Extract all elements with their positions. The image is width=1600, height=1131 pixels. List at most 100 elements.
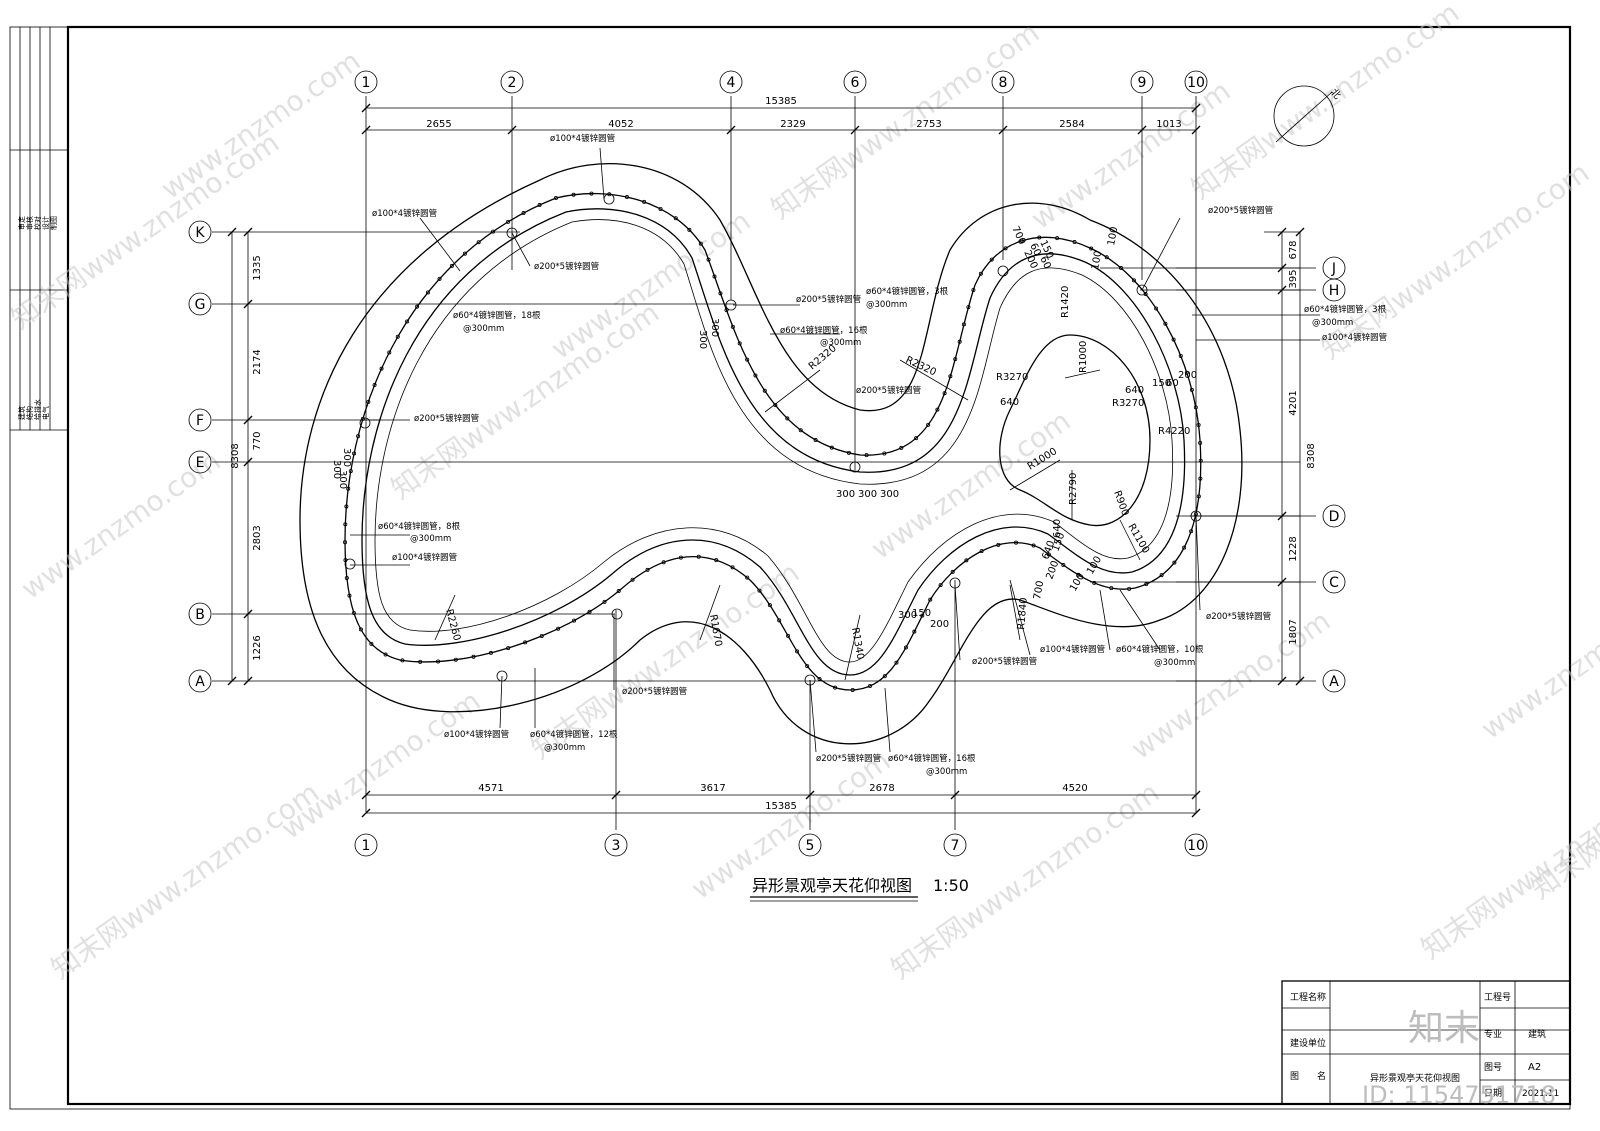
pipe-marker bbox=[624, 195, 629, 200]
pipe-marker bbox=[348, 469, 353, 474]
pipe-marker bbox=[706, 257, 711, 262]
pipe-marker bbox=[351, 610, 356, 615]
dim-top-total: 15385 bbox=[765, 96, 797, 107]
local-dim: 300 bbox=[337, 470, 348, 489]
scale-text: 1:50 bbox=[933, 876, 969, 895]
pipe-annotations: ø100*4镀锌圆管 ø100*4镀锌圆管 ø200*5镀锌圆管 ø60*4镀锌… bbox=[372, 133, 1387, 777]
pipe-marker bbox=[360, 416, 365, 421]
north-arrow: 北 bbox=[1273, 85, 1343, 147]
pavilion-outline bbox=[299, 163, 1243, 745]
pipe-marker bbox=[1163, 321, 1168, 326]
radius-label: R4220 bbox=[1158, 426, 1190, 437]
pipe-marker bbox=[1172, 560, 1177, 565]
side-strip-label: 审定 bbox=[17, 216, 26, 230]
local-dim: 700 bbox=[1032, 580, 1046, 601]
pipe-marker bbox=[395, 334, 400, 339]
annotation: @300mm bbox=[1312, 318, 1353, 328]
pipe-marker bbox=[1171, 337, 1176, 342]
axis-bubble: 4 bbox=[719, 70, 743, 94]
annotation: @300mm bbox=[926, 767, 967, 777]
annotation: ø100*4镀锌圆管 bbox=[372, 208, 437, 219]
pipe-marker bbox=[678, 555, 683, 560]
pipe-marker bbox=[1189, 387, 1194, 392]
pipe-marker bbox=[1061, 563, 1066, 568]
pipe-marker bbox=[928, 597, 933, 602]
local-dim: 100 bbox=[1068, 571, 1087, 593]
annotation: ø100*4镀锌圆管 bbox=[1322, 332, 1387, 343]
dim-bottom-seg: 2678 bbox=[869, 783, 894, 794]
local-dim: 100 bbox=[1090, 250, 1104, 271]
pipe-marker bbox=[757, 588, 762, 593]
pipe-marker bbox=[846, 450, 851, 455]
axis-bubble: 3 bbox=[604, 833, 628, 857]
pipe-marker bbox=[912, 629, 917, 634]
pipe-marker bbox=[882, 451, 887, 456]
column-pipe bbox=[997, 265, 1009, 277]
pipe-marker bbox=[971, 287, 976, 292]
dim-left-seg: 770 bbox=[252, 431, 263, 450]
annotation: ø60*4镀锌圆管，10根 bbox=[1116, 644, 1204, 655]
axis-label: D bbox=[1329, 509, 1340, 525]
pipe-marker bbox=[571, 192, 576, 197]
brand-logo: 知末 bbox=[1408, 1008, 1480, 1049]
pipe-marker bbox=[696, 554, 701, 559]
pipe-marker bbox=[366, 399, 371, 404]
radius-label: R2790 bbox=[1068, 473, 1079, 505]
pipe-marker bbox=[661, 560, 666, 565]
axis-bubble: 8 bbox=[991, 70, 1015, 94]
dim-top-seg: 4052 bbox=[608, 119, 633, 130]
axis-label: 10 bbox=[1187, 838, 1205, 854]
tb-project-no-label: 工程号 bbox=[1484, 992, 1511, 1003]
pipe-marker bbox=[687, 227, 692, 232]
axis-label: C bbox=[1329, 575, 1339, 591]
column-pipe bbox=[506, 227, 518, 239]
pipe-marker bbox=[521, 211, 526, 216]
pipe-marker bbox=[1193, 405, 1198, 410]
tb-project-name-label: 工程名称 bbox=[1290, 991, 1326, 1003]
axis-label: J bbox=[1331, 261, 1336, 277]
axis-label: 5 bbox=[806, 838, 815, 854]
pipe-marker bbox=[462, 251, 467, 256]
pipe-marker bbox=[978, 271, 983, 276]
pipe-marker bbox=[554, 195, 559, 200]
pipe-marker bbox=[1119, 266, 1124, 271]
axis-label: 8 bbox=[999, 75, 1008, 91]
local-dim: 640 bbox=[1052, 519, 1063, 538]
dim-right-seg: 678 bbox=[1288, 240, 1299, 259]
annotation: ø60*4镀锌圆管，3根 bbox=[866, 286, 949, 297]
pipe-marker bbox=[556, 626, 561, 631]
watermark-text: 知末网www.znzmo.com bbox=[45, 776, 325, 986]
pipe-marker bbox=[453, 657, 458, 662]
radius-label: R3270 bbox=[1112, 398, 1144, 409]
side-strip-label: 给排水 bbox=[33, 399, 42, 420]
dim-right-total: 8308 bbox=[1306, 443, 1317, 468]
axis-label: H bbox=[1329, 283, 1340, 299]
tb-client-label: 建设单位 bbox=[1290, 1037, 1326, 1049]
pipe-marker bbox=[926, 422, 931, 427]
pipe-marker bbox=[903, 645, 908, 650]
axis-bubble: E bbox=[188, 450, 212, 474]
dim-left-seg: 2174 bbox=[252, 349, 263, 374]
dim-top-seg: 1013 bbox=[1156, 119, 1181, 130]
watermark-text: www.znzmo.com bbox=[155, 44, 366, 206]
axis-label: E bbox=[196, 455, 205, 471]
tb-discipline-label: 专业 bbox=[1484, 1028, 1502, 1040]
dim-right-seg: 1807 bbox=[1288, 619, 1299, 644]
annotation: @300mm bbox=[463, 324, 504, 334]
side-strip-label: 设计 bbox=[41, 216, 50, 230]
pipe-marker bbox=[1089, 246, 1094, 251]
axis-bubble: 6 bbox=[843, 70, 867, 94]
axis-bubble: C bbox=[1322, 570, 1346, 594]
annotation: ø60*4镀锌圆管，16根 bbox=[780, 325, 868, 336]
local-dim: 300 bbox=[341, 448, 352, 467]
pipe-marker bbox=[712, 274, 717, 279]
annotation: ø100*4镀锌圆管 bbox=[444, 729, 509, 740]
local-dim: 200 bbox=[1178, 370, 1197, 381]
tb-date-value: 2021.11 bbox=[1522, 1089, 1559, 1099]
dim-left-seg: 1335 bbox=[252, 255, 263, 280]
pipe-marker bbox=[1193, 512, 1198, 517]
pipe-marker bbox=[630, 577, 635, 582]
pipe-marker bbox=[745, 357, 750, 362]
pipe-marker bbox=[405, 319, 410, 324]
local-dim: 100 bbox=[1085, 554, 1104, 576]
